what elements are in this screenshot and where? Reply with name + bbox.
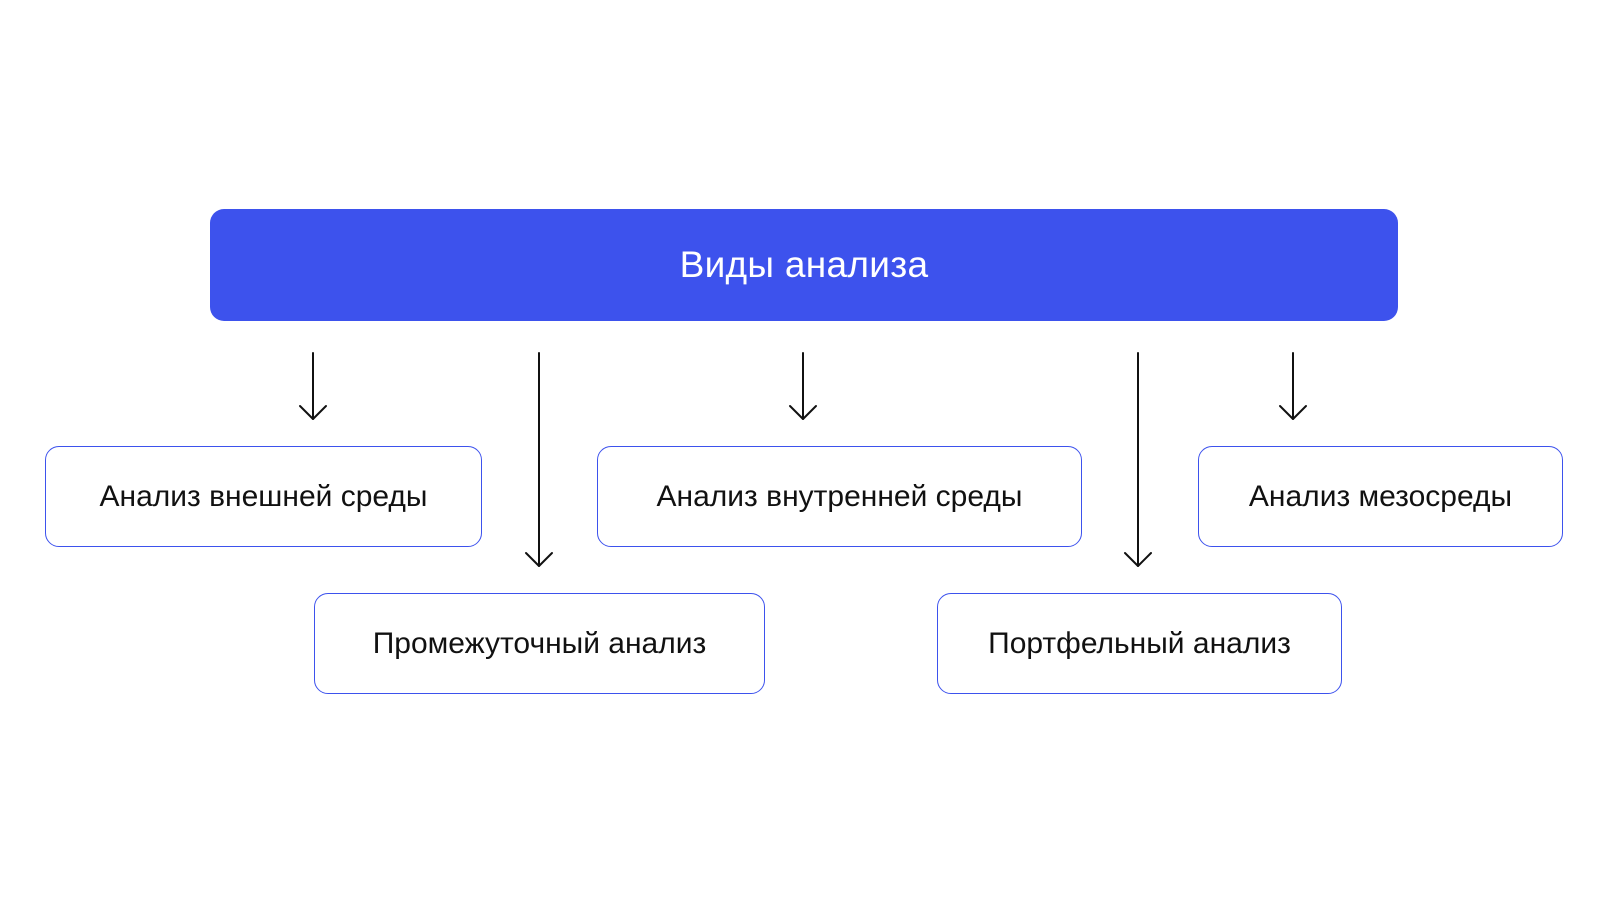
arrow-to-internal: [789, 352, 817, 420]
node-label: Промежуточный анализ: [372, 626, 707, 660]
node-label: Портфельный анализ: [988, 626, 1291, 660]
node-portfolio-analysis: Портфельный анализ: [937, 593, 1342, 694]
arrow-to-portfolio: [1124, 352, 1152, 567]
node-external-environment-analysis: Анализ внешней среды: [45, 446, 482, 547]
arrow-to-interim: [525, 352, 553, 567]
node-label: Анализ внутренней среды: [656, 479, 1023, 513]
node-meso-environment-analysis: Анализ мезосреды: [1198, 446, 1563, 547]
node-internal-environment-analysis: Анализ внутренней среды: [597, 446, 1082, 547]
arrow-to-external: [299, 352, 327, 420]
root-node-label: Виды анализа: [679, 244, 929, 285]
arrow-to-meso: [1279, 352, 1307, 420]
node-label: Анализ внешней среды: [99, 479, 428, 513]
root-node-analysis-types: Виды анализа: [210, 209, 1398, 321]
node-interim-analysis: Промежуточный анализ: [314, 593, 765, 694]
node-label: Анализ мезосреды: [1248, 479, 1513, 513]
